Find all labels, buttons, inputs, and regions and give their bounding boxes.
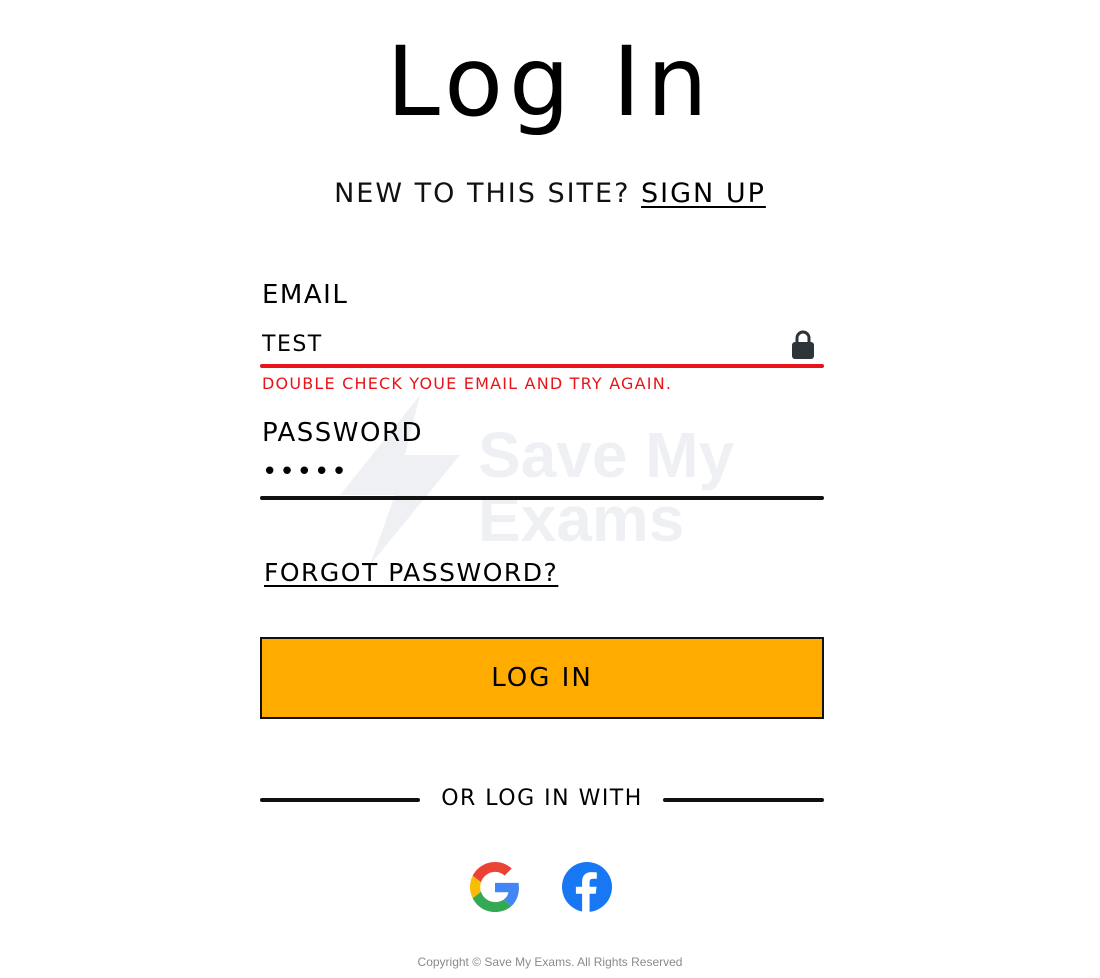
email-field[interactable]	[260, 322, 824, 366]
email-label: EMAIL	[262, 280, 349, 310]
login-button[interactable]: LOG IN	[260, 637, 824, 719]
social-divider-text: OR LOG IN WITH	[441, 786, 643, 811]
password-underline	[260, 496, 824, 500]
email-underline-error	[260, 364, 824, 368]
signup-link[interactable]: SIGN UP	[641, 178, 766, 209]
divider-left	[260, 798, 420, 802]
google-icon	[470, 862, 519, 912]
signup-row: NEW TO THIS SITE? SIGN UP	[0, 178, 1100, 209]
page-title: Log In	[386, 26, 714, 138]
password-field[interactable]	[260, 450, 824, 494]
forgot-password-link[interactable]: FORGOT PASSWORD?	[264, 558, 559, 587]
google-login-button[interactable]	[470, 862, 520, 912]
lock-icon[interactable]	[791, 330, 815, 360]
password-label: PASSWORD	[262, 418, 424, 448]
copyright-footer: Copyright © Save My Exams. All Rights Re…	[417, 955, 683, 969]
facebook-icon	[562, 862, 612, 912]
divider-right	[663, 798, 824, 802]
facebook-login-button[interactable]	[562, 862, 612, 912]
signup-prompt: NEW TO THIS SITE?	[334, 178, 631, 209]
email-error-message: DOUBLE CHECK YOUE EMAIL AND TRY AGAIN.	[262, 374, 673, 393]
